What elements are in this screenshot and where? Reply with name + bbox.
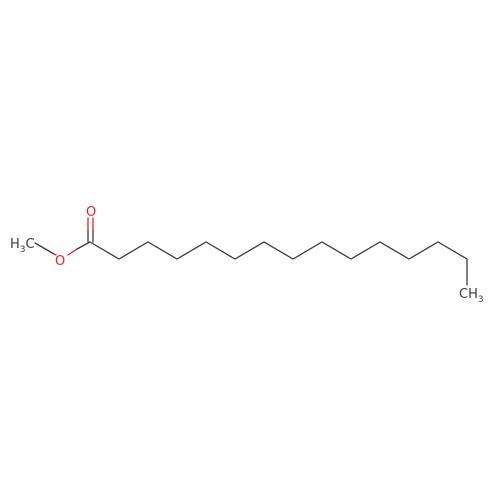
bond-alkyl-chain — [89, 241, 468, 286]
ether-oxygen-label: O — [55, 254, 65, 269]
carbonyl-oxygen-label: O — [86, 205, 96, 220]
bond-group — [34, 217, 468, 286]
bond-ether-carbonyl-carbon — [76, 241, 91, 250]
bond-ether-oxygen-carbonyl-part — [67, 248, 78, 256]
methyl-left-label: H3C — [10, 237, 35, 255]
methyl-right-label: CH3 — [459, 287, 484, 305]
bond-methyl-ether-oxygen — [53, 253, 57, 256]
atom-labels: H3C O O CH3 — [10, 205, 484, 305]
bond-methyl-ether-carbon — [34, 242, 55, 255]
